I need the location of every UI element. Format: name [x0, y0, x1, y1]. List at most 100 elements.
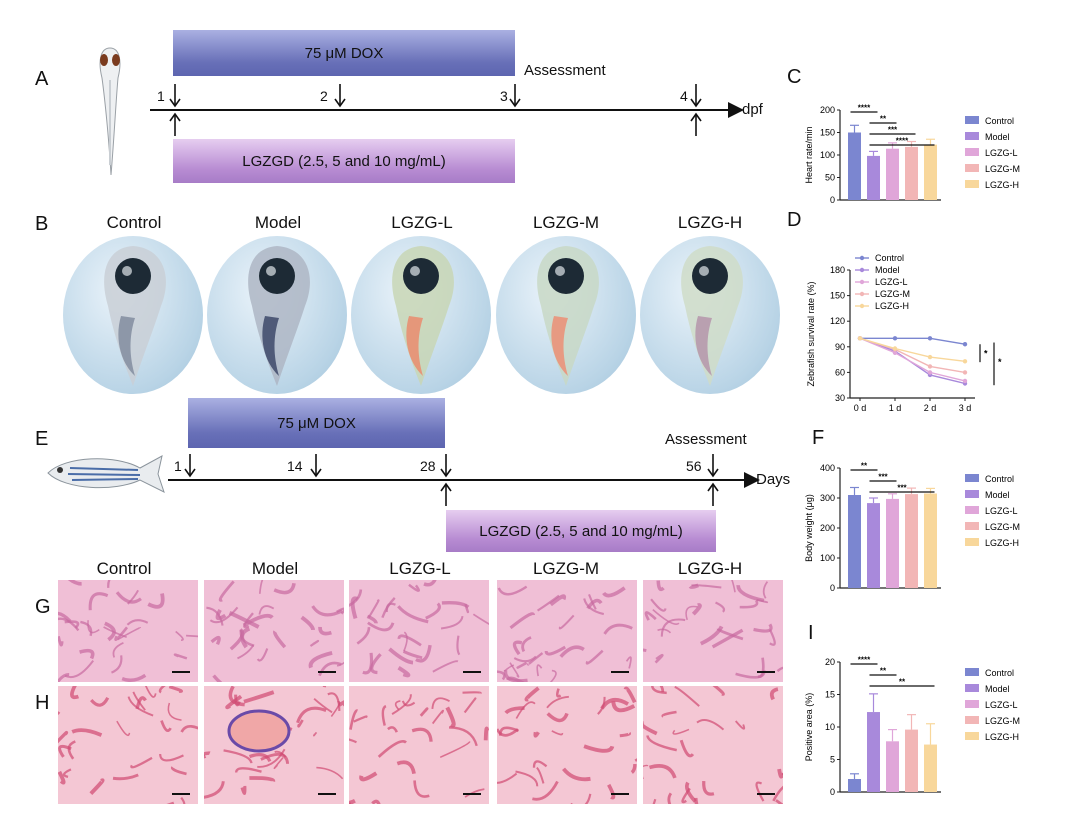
bar-control — [848, 495, 861, 588]
g-col-title-lgzg-h: LGZG-H — [677, 559, 743, 578]
legend-label-lgzg-l: LGZG-L — [875, 277, 908, 287]
b-col-title-model: Model — [254, 213, 302, 232]
panel-label-g: G — [35, 596, 51, 618]
legend-label-model: Model — [985, 684, 1010, 694]
point-lgzg-h — [857, 336, 863, 341]
y-tick-label: 10 — [825, 722, 835, 732]
y-tick-label: 150 — [830, 291, 845, 301]
tick-a-3: 3 — [500, 88, 508, 104]
y-tick-label: 15 — [825, 690, 835, 700]
significance-label: ** — [899, 678, 906, 687]
tick-e-56: 56 — [686, 458, 702, 474]
legend-swatch-model — [965, 684, 979, 692]
legend-label-control: Control — [985, 116, 1014, 126]
g-col-title-lgzg-l: LGZG-L — [389, 559, 451, 578]
g-col-title-control: Control — [96, 559, 152, 578]
legend-label-lgzg-l: LGZG-L — [985, 700, 1018, 710]
y-tick-label: 150 — [820, 128, 835, 138]
panel-label-i: I — [808, 622, 814, 644]
panel-label-c: C — [787, 66, 802, 88]
y-tick-label: 30 — [835, 393, 845, 403]
y-tick-label: 20 — [825, 657, 835, 667]
legend-marker-model — [859, 267, 865, 273]
bar-model — [867, 155, 880, 200]
point-lgzg-l — [962, 378, 968, 384]
tick-a-4: 4 — [680, 88, 688, 104]
larva-image-control — [63, 236, 203, 394]
adult-zebrafish-illustration — [47, 455, 165, 493]
point-control — [892, 336, 898, 341]
tick-e-28: 28 — [420, 458, 436, 474]
larva-image-lgzg-m — [496, 236, 636, 394]
x-tick-label: 0 d — [854, 403, 867, 413]
legend-label-lgzg-m: LGZG-M — [985, 522, 1020, 532]
g-col-title-lgzg-m: LGZG-M — [532, 559, 600, 578]
point-control — [962, 342, 968, 347]
lgzgd-treatment-bar-a: LGZGD (2.5, 5 and 10 mg/mL) — [173, 139, 515, 183]
lgzgd-treatment-bar-e: LGZGD (2.5, 5 and 10 mg/mL) — [446, 510, 716, 552]
x-tick-label: 2 d — [924, 403, 937, 413]
assessment-label-e: Assessment — [665, 431, 747, 448]
y-tick-label: 120 — [830, 316, 845, 326]
histology-g-model — [204, 580, 344, 682]
legend-swatch-lgzg-m — [965, 164, 979, 172]
significance-label: **** — [896, 137, 909, 146]
legend-label-lgzg-m: LGZG-M — [985, 716, 1020, 726]
bar-control — [848, 132, 861, 200]
tick-a-1: 1 — [157, 88, 165, 104]
y-tick-label: 400 — [820, 463, 835, 473]
bar-lgzg-h — [924, 744, 937, 792]
legend-swatch-lgzg-l — [965, 506, 979, 514]
significance-label: * — [998, 357, 1002, 367]
x-tick-label: 1 d — [889, 403, 902, 413]
y-axis-label: Zebrafish survival rate (%) — [806, 281, 816, 386]
legend-label-control: Control — [985, 668, 1014, 678]
legend-label-control: Control — [875, 253, 904, 263]
timeline-axis-e — [168, 454, 760, 506]
histology-g-lgzg-l — [349, 580, 489, 682]
y-tick-label: 0 — [830, 195, 835, 205]
legend-label-model: Model — [985, 132, 1010, 142]
significance-label: ** — [861, 462, 868, 471]
histology-h-model — [204, 686, 344, 804]
g-col-title-model: Model — [251, 559, 299, 578]
panel-label-d: D — [787, 209, 802, 231]
dox-exposure-bar-a: 75 μM DOX — [173, 30, 515, 76]
legend-marker-lgzg-h — [859, 303, 865, 309]
legend-label-lgzg-h: LGZG-H — [985, 538, 1019, 548]
assessment-label-a: Assessment — [524, 62, 606, 79]
legend-label-lgzg-l: LGZG-L — [985, 506, 1018, 516]
point-lgzg-l — [892, 350, 898, 355]
zebrafish-larva-illustration — [99, 47, 121, 176]
legend-marker-lgzg-m — [859, 291, 865, 297]
y-tick-label: 100 — [820, 553, 835, 563]
point-lgzg-m — [962, 370, 968, 375]
point-lgzg-h — [927, 354, 933, 360]
legend-swatch-lgzg-l — [965, 700, 979, 708]
y-axis-label: Heart rate/min — [804, 126, 814, 183]
significance-label: ** — [880, 667, 887, 676]
significance-label: * — [984, 349, 988, 359]
series-line-lgzg-h — [859, 337, 966, 363]
y-tick-label: 5 — [830, 755, 835, 765]
histology-g-lgzg-m — [497, 580, 637, 682]
legend-label-lgzg-l: LGZG-L — [985, 148, 1018, 158]
y-tick-label: 100 — [820, 150, 835, 160]
legend-marker-lgzg-l — [859, 279, 865, 285]
panel-label-b: B — [35, 213, 49, 235]
series-line-lgzg-l — [859, 337, 966, 382]
tick-a-2: 2 — [320, 88, 328, 104]
b-col-title-lgzg-h: LGZG-H — [677, 213, 743, 232]
legend-label-lgzg-h: LGZG-H — [985, 732, 1019, 742]
point-lgzg-h — [892, 346, 898, 351]
unit-dpf: dpf — [742, 101, 763, 118]
y-tick-label: 50 — [825, 173, 835, 183]
legend-label-control: Control — [985, 474, 1014, 484]
bar-lgzg-m — [905, 494, 918, 588]
y-tick-label: 300 — [820, 493, 835, 503]
bar-lgzg-l — [886, 741, 899, 792]
legend-swatch-control — [965, 474, 979, 482]
legend-swatch-lgzg-h — [965, 180, 979, 188]
legend-label-lgzg-h: LGZG-H — [985, 180, 1019, 190]
